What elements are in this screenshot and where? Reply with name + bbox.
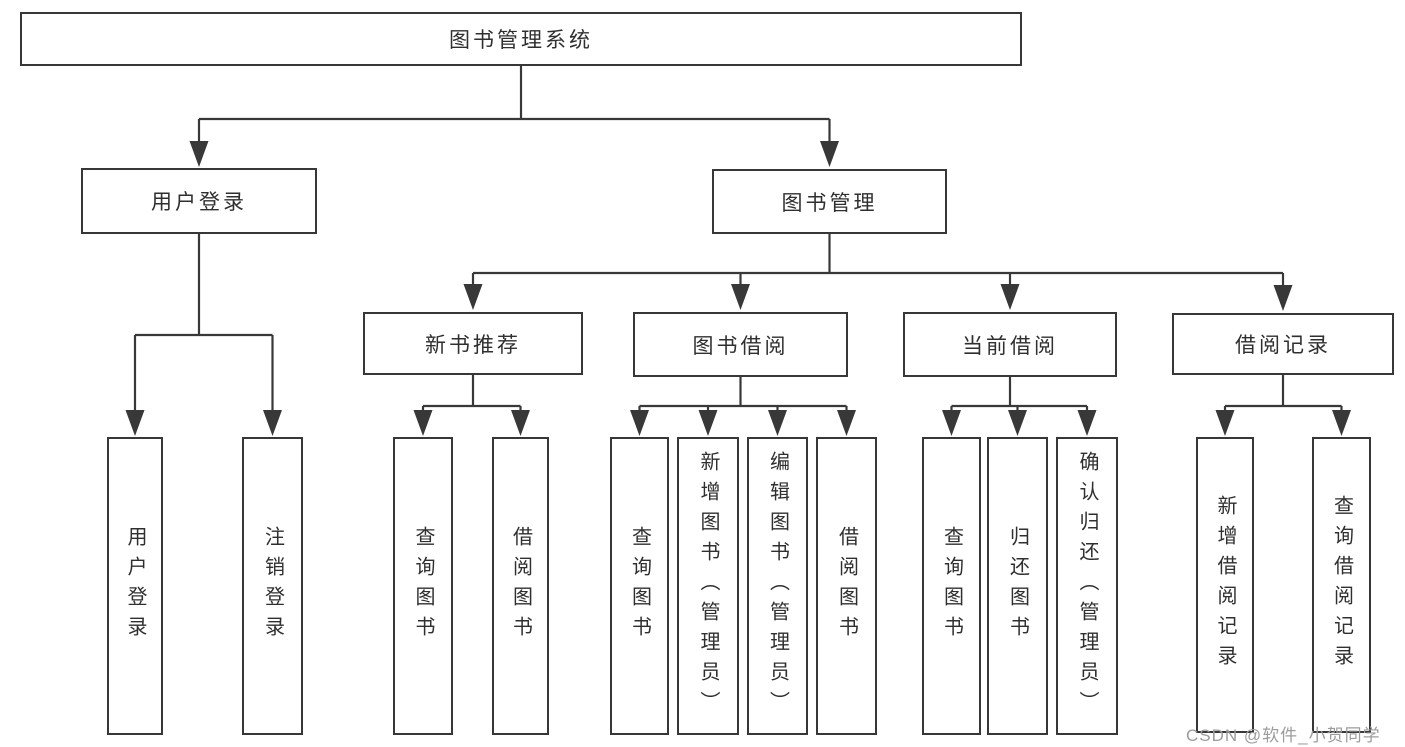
leaf-label: 查询图书 bbox=[412, 526, 434, 646]
leaf-label: 新增借阅记录 bbox=[1214, 495, 1236, 675]
leaf-borrow-books: 借阅图书 bbox=[816, 437, 877, 735]
arrowheads bbox=[125, 141, 1351, 436]
node-label: 新书推荐 bbox=[425, 333, 521, 357]
node-label: 图书管理系统 bbox=[449, 29, 593, 52]
csdn-watermark: CSDN @软件_小贺同学 bbox=[1186, 726, 1381, 745]
node-label: 图书借阅 bbox=[692, 334, 789, 358]
leaf-query-books-recommend: 查询图书 bbox=[393, 437, 453, 735]
leaf-label: 归还图书 bbox=[1006, 526, 1029, 646]
leaf-query-books-current: 查询图书 bbox=[922, 437, 981, 735]
node-book-borrow: 图书借阅 bbox=[633, 312, 848, 377]
node-label: 当前借阅 bbox=[962, 334, 1058, 358]
leaf-logout: 注销登录 bbox=[242, 437, 303, 735]
node-label: 用户登录 bbox=[151, 191, 247, 214]
leaf-edit-books-admin: 编辑图书（管理员） bbox=[747, 437, 808, 735]
leaf-return-books: 归还图书 bbox=[987, 437, 1048, 735]
leaf-query-borrow-record: 查询借阅记录 bbox=[1312, 437, 1371, 733]
node-library-system: 图书管理系统 bbox=[20, 12, 1022, 66]
leaf-label: 查询图书 bbox=[628, 526, 651, 646]
leaf-label: 查询借阅记录 bbox=[1330, 495, 1353, 675]
node-new-book-recommend: 新书推荐 bbox=[363, 312, 583, 375]
leaf-add-borrow-record: 新增借阅记录 bbox=[1196, 437, 1254, 733]
leaf-label: 用户登录 bbox=[124, 526, 146, 646]
leaf-add-books-admin: 新增图书（管理员） bbox=[677, 437, 739, 735]
node-borrow-records: 借阅记录 bbox=[1172, 313, 1394, 375]
node-user-login: 用户登录 bbox=[81, 168, 317, 234]
leaf-label: 注销登录 bbox=[261, 526, 284, 646]
leaf-label: 新增图书（管理员） bbox=[697, 451, 719, 721]
leaf-user-login: 用户登录 bbox=[107, 437, 163, 735]
leaf-confirm-return-admin: 确认归还（管理员） bbox=[1056, 437, 1118, 735]
leaf-label: 确认归还（管理员） bbox=[1076, 451, 1098, 721]
node-book-management: 图书管理 bbox=[712, 169, 947, 234]
leaf-borrow-books-recommend: 借阅图书 bbox=[492, 437, 549, 735]
node-label: 借阅记录 bbox=[1235, 334, 1331, 357]
leaf-label: 借阅图书 bbox=[509, 526, 532, 646]
leaf-query-books-borrow: 查询图书 bbox=[610, 437, 669, 735]
node-current-borrow: 当前借阅 bbox=[903, 312, 1117, 377]
node-label: 图书管理 bbox=[781, 191, 878, 215]
leaf-label: 编辑图书（管理员） bbox=[766, 451, 789, 721]
leaf-label: 借阅图书 bbox=[835, 526, 858, 646]
leaf-label: 查询图书 bbox=[940, 526, 963, 646]
